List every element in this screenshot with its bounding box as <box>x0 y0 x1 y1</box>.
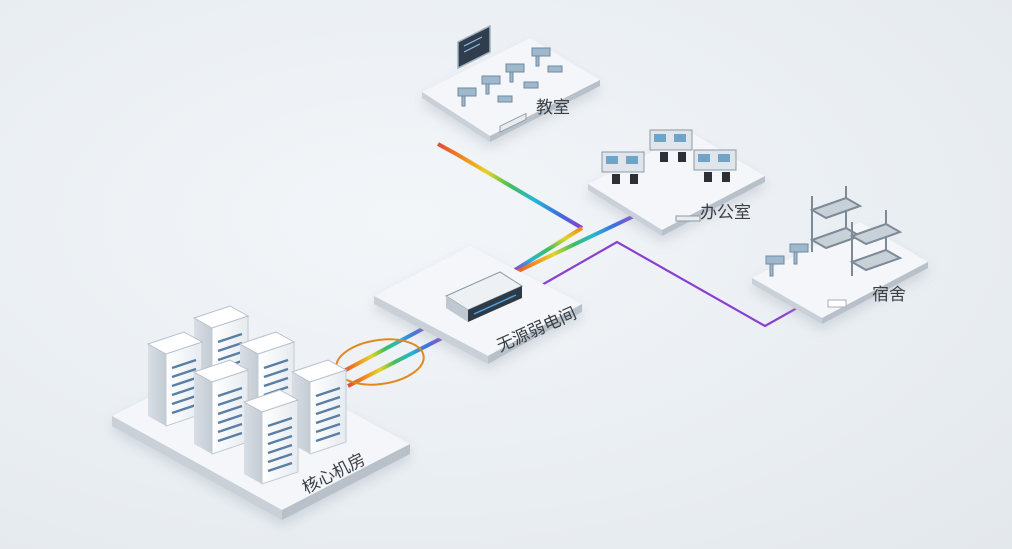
server-rack <box>290 359 348 455</box>
server-rack <box>242 389 300 485</box>
fiber-link-dorm <box>539 240 798 328</box>
server-rack-slot <box>315 431 341 443</box>
server-rack-slot <box>315 422 341 434</box>
server-rack <box>146 331 204 427</box>
server-rack-slot <box>171 385 197 397</box>
server-rack-slot <box>315 413 341 425</box>
server-rack-slot <box>267 443 293 455</box>
dorm-bunk-beds <box>809 186 903 276</box>
office-switch <box>675 215 701 222</box>
classroom-node <box>422 38 600 142</box>
server-rack-slot <box>267 434 293 446</box>
office-workstations <box>601 129 737 184</box>
classroom-label: 教室 <box>536 98 570 118</box>
classroom-switch <box>499 112 527 133</box>
server-rack-slot <box>217 404 243 416</box>
server-rack-slot <box>315 386 341 398</box>
passive-device-icon <box>444 271 524 322</box>
server-rack-slot <box>315 395 341 407</box>
server-rack-slot <box>171 358 197 370</box>
server-rack-slot <box>267 425 293 437</box>
dorm-desks <box>765 243 809 277</box>
server-rack-slot <box>267 416 293 428</box>
server-rack-slot <box>217 395 243 407</box>
server-rack-slot <box>263 376 289 388</box>
server-rack-slot <box>171 367 197 379</box>
fiber-link-classroom <box>437 142 584 272</box>
server-rack-slot <box>217 332 243 344</box>
fiber-link-office <box>511 214 635 276</box>
server-rack-slot <box>263 367 289 379</box>
classroom-desks <box>457 47 563 107</box>
server-rack-slot <box>267 452 293 464</box>
server-rack-slot <box>217 386 243 398</box>
server-rack-slot <box>217 341 243 353</box>
server-rack-slot <box>315 404 341 416</box>
server-rack-slot <box>171 403 197 415</box>
server-rack-slot <box>217 413 243 425</box>
fiber-link-core <box>341 324 443 388</box>
server-rack-slot <box>217 422 243 434</box>
wdm-ring <box>335 338 425 386</box>
office-label: 办公室 <box>700 203 751 223</box>
blackboard <box>457 24 491 70</box>
server-rack <box>192 359 250 455</box>
server-rack-slot <box>267 461 293 473</box>
server-rack-slot <box>171 376 197 388</box>
dorm-label: 宿舍 <box>872 285 906 305</box>
server-rack-slot <box>263 358 289 370</box>
server-rack-slot <box>217 350 243 362</box>
core-servers <box>146 305 348 485</box>
server-rack-slot <box>217 431 243 443</box>
server-rack-slot <box>171 394 197 406</box>
dorm-outlet <box>827 299 847 308</box>
dorm-node <box>752 222 928 324</box>
